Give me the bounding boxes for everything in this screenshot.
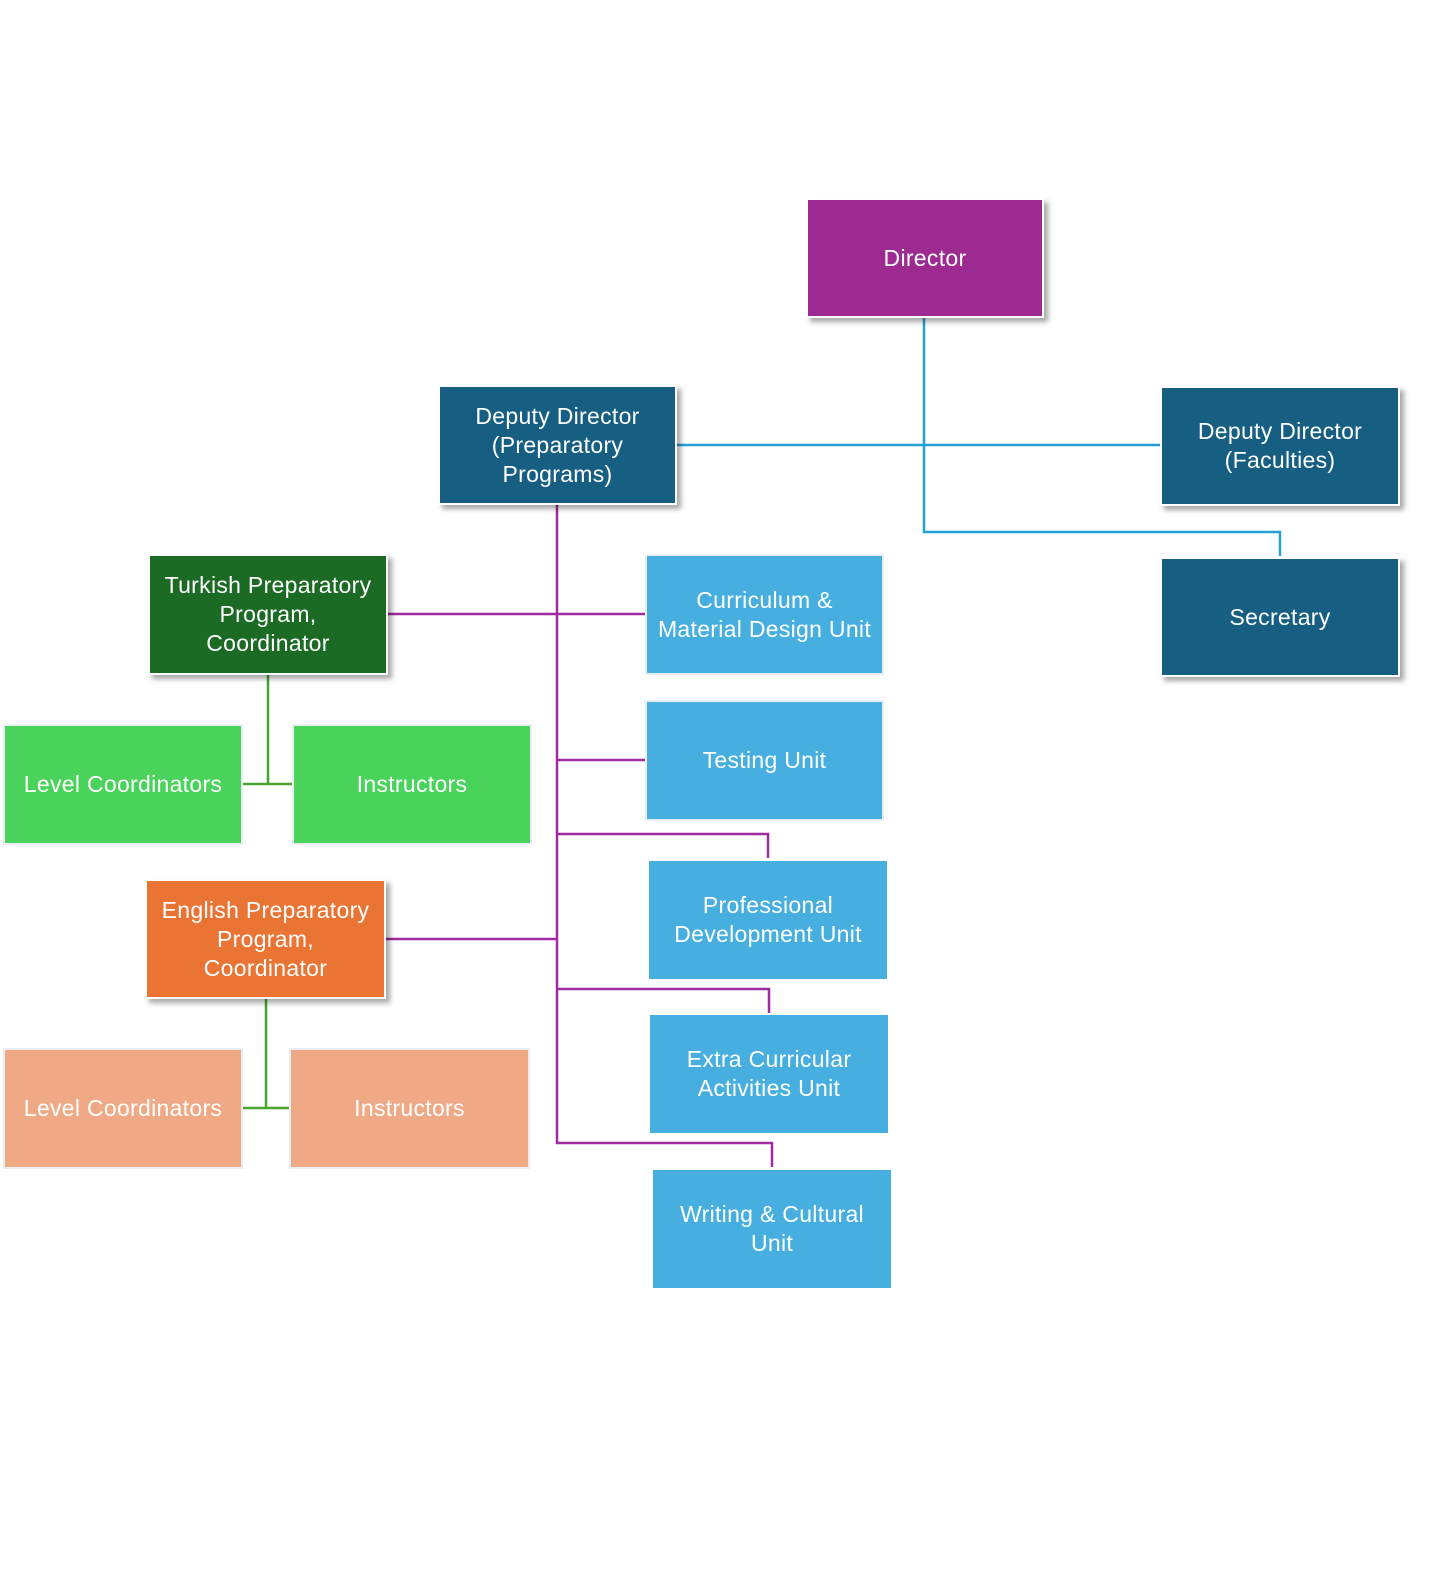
english-coordinator-box[interactable]: English Preparatory Program, Coordinator [145,879,386,999]
director-box[interactable]: Director [806,198,1044,318]
english-instructors-label: Instructors [354,1095,465,1121]
secretary-label: Secretary [1229,603,1331,630]
english-instructors-box[interactable]: Instructors [289,1048,530,1169]
curriculum-unit-box[interactable]: Curriculum & Material Design Unit [645,554,884,675]
deputy-director-faculties-label: Deputy Director (Faculties) [1197,418,1363,473]
writing-cultural-unit-box[interactable]: Writing & Cultural Unit [653,1170,891,1288]
professional-line [557,832,770,858]
turkish-instructors-label: Instructors [356,771,468,797]
deputy-prep-trunk-line [555,505,774,1167]
extra-curricular-unit-box[interactable]: Extra Curricular Activities Unit [650,1015,888,1133]
deputy-director-faculties-box[interactable]: Deputy Director (Faculties) [1160,386,1400,506]
professional-development-unit-label: Professional Development Unit [674,892,862,947]
curriculum-unit-label: Curriculum & Material Design Unit [657,586,872,642]
director-connectors [677,318,1282,556]
english-level-coordinators-label: Level Coordinators [23,1095,223,1121]
professional-development-unit-box[interactable]: Professional Development Unit [649,861,887,979]
english-level-coordinators-box[interactable]: Level Coordinators [3,1048,243,1169]
writing-cultural-unit-label: Writing & Cultural Unit [680,1201,864,1256]
extra-curricular-unit-label: Extra Curricular Activities Unit [686,1046,852,1101]
turkish-level-coordinators-box[interactable]: Level Coordinators [3,724,243,845]
extra-line [557,987,771,1013]
secretary-box[interactable]: Secretary [1160,557,1400,677]
director-to-secretary-line [922,318,1282,556]
turkish-instructors-box[interactable]: Instructors [292,724,532,845]
deputy-director-preparatory-box[interactable]: Deputy Director (Preparatory Programs) [438,385,677,505]
coordinator-connectors [243,675,293,1110]
deputy-prep-connectors [386,505,774,1167]
director-label: Director [883,244,967,271]
turkish-level-coordinators-label: Level Coordinators [23,771,223,797]
turkish-coordinator-box[interactable]: Turkish Preparatory Program, Coordinator [148,554,388,675]
turkish-coordinator-label: Turkish Preparatory Program, Coordinator [164,572,372,656]
testing-unit-box[interactable]: Testing Unit [645,700,884,821]
english-coordinator-label: English Preparatory Program, Coordinator [161,896,370,981]
testing-unit-label: Testing Unit [702,747,827,773]
deputy-director-preparatory-label: Deputy Director (Preparatory Programs) [475,402,640,487]
